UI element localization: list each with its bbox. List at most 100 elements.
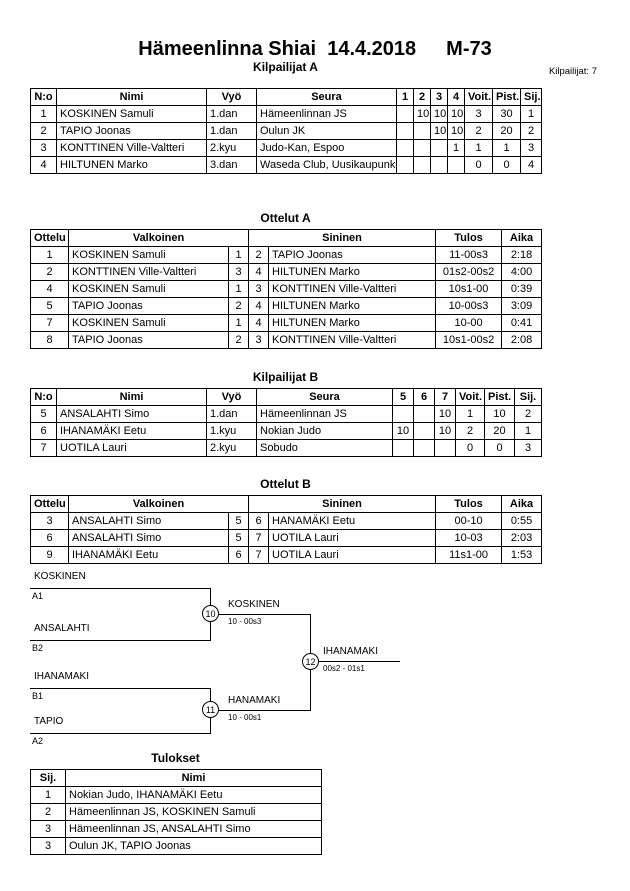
column-header: Sininen — [248, 229, 437, 247]
table-cell: Nokian Judo, IHANAMÄKI Eetu — [65, 786, 322, 804]
table-cell: 6 — [30, 529, 69, 547]
table-cell: 7 — [30, 439, 57, 457]
bracket-match-score: 10 - 00s3 — [228, 617, 262, 626]
event-title: Hämeenlinna Shiai 14.4.2018 — [138, 38, 417, 60]
table-cell: 2.kyu — [206, 439, 257, 457]
bracket-seed-label: B1 — [32, 691, 44, 701]
table-cell: 7 — [248, 529, 270, 547]
column-header: Voit. — [464, 88, 493, 106]
table-cell: 0 — [464, 156, 493, 174]
table-cell: KOSKINEN Samuli — [68, 280, 229, 298]
table-cell: Nokian Judo — [256, 422, 393, 440]
table-cell: KOSKINEN Samuli — [56, 105, 207, 123]
match-number-badge: 10 — [202, 605, 219, 622]
table-cell: 3 — [30, 837, 66, 855]
bracket-line — [30, 640, 210, 641]
bracket-competitor-name: IHANAMAKI — [34, 671, 90, 682]
table-cell: 3 — [30, 139, 57, 157]
table-cell — [413, 139, 431, 157]
table-cell: 3 — [30, 512, 69, 530]
table-cell: 0 — [455, 439, 485, 457]
table-cell: 6 — [30, 422, 57, 440]
table-cell: Hämeenlinnan JS — [256, 405, 393, 423]
table-cell: UOTILA Lauri — [56, 439, 207, 457]
table-cell: UOTILA Lauri — [268, 529, 437, 547]
column-header: 5 — [392, 388, 414, 406]
section-kilpailijat-a-heading: Kilpailijat A — [253, 60, 318, 74]
column-header: Pist. — [484, 388, 515, 406]
match-number-badge: 12 — [302, 653, 319, 670]
table-cell: 5 — [30, 297, 69, 315]
column-header: Seura — [256, 88, 397, 106]
table-cell: 8 — [30, 331, 69, 349]
table-cell: 30 — [492, 105, 521, 123]
table-cell: 10 — [430, 105, 448, 123]
table-cell: 2 — [248, 246, 270, 264]
table-cell — [413, 156, 431, 174]
table-cell: 1 — [227, 246, 250, 264]
table-cell — [392, 439, 414, 457]
section-tulokset-heading: Tulokset — [151, 751, 200, 765]
column-header: 6 — [413, 388, 435, 406]
table-cell: 1.dan — [206, 405, 257, 423]
bracket-competitor-name: KOSKINEN — [34, 571, 86, 582]
table-cell: 1 — [30, 786, 66, 804]
bracket-line — [30, 733, 210, 734]
column-header: 2 — [413, 88, 431, 106]
table-cell: TAPIO Joonas — [68, 331, 229, 349]
table-cell: 10 — [447, 122, 465, 140]
column-header: 3 — [430, 88, 448, 106]
table-cell: IHANAMÄKI Eetu — [56, 422, 207, 440]
table-cell: 1 — [520, 105, 542, 123]
column-header: Valkoinen — [67, 495, 250, 513]
table-cell — [396, 139, 414, 157]
table-cell: 5 — [227, 529, 250, 547]
column-header: Ottelu — [30, 229, 69, 247]
table-cell: 11s1-00 — [435, 546, 503, 564]
table-cell: Waseda Club, Uusikaupunki — [256, 156, 397, 174]
column-header: Vyö — [206, 88, 257, 106]
column-header: Nimi — [56, 88, 207, 106]
column-header: Pist. — [492, 88, 521, 106]
table-cell: Hämeenlinnan JS, ANSALAHTI Simo — [65, 820, 322, 838]
bracket-line — [310, 661, 400, 662]
table-cell: 7 — [248, 546, 270, 564]
table-cell — [396, 122, 414, 140]
column-header: 1 — [396, 88, 414, 106]
table-cell — [413, 405, 435, 423]
column-header: 4 — [447, 88, 465, 106]
table-cell: HILTUNEN Marko — [268, 297, 437, 315]
column-header: 7 — [434, 388, 456, 406]
table-cell: 1 — [30, 246, 69, 264]
column-header: Ottelu — [30, 495, 69, 513]
table-cell: 9 — [30, 546, 69, 564]
table-cell: 0:41 — [501, 314, 543, 332]
table-cell: 10 — [434, 405, 456, 423]
table-cell: 4:00 — [501, 263, 543, 281]
table-cell: 0:39 — [501, 280, 543, 298]
table-cell: 3 — [520, 139, 542, 157]
table-cell: 10s1-00 — [435, 280, 503, 298]
table-cell: 2:18 — [501, 246, 543, 264]
column-header: N:o — [30, 88, 57, 106]
table-cell: 5 — [30, 405, 57, 423]
header-row: Sij.Nimi — [30, 769, 322, 787]
table-cell: 1 — [227, 314, 250, 332]
bracket-winner-name: KOSKINEN — [228, 599, 280, 610]
